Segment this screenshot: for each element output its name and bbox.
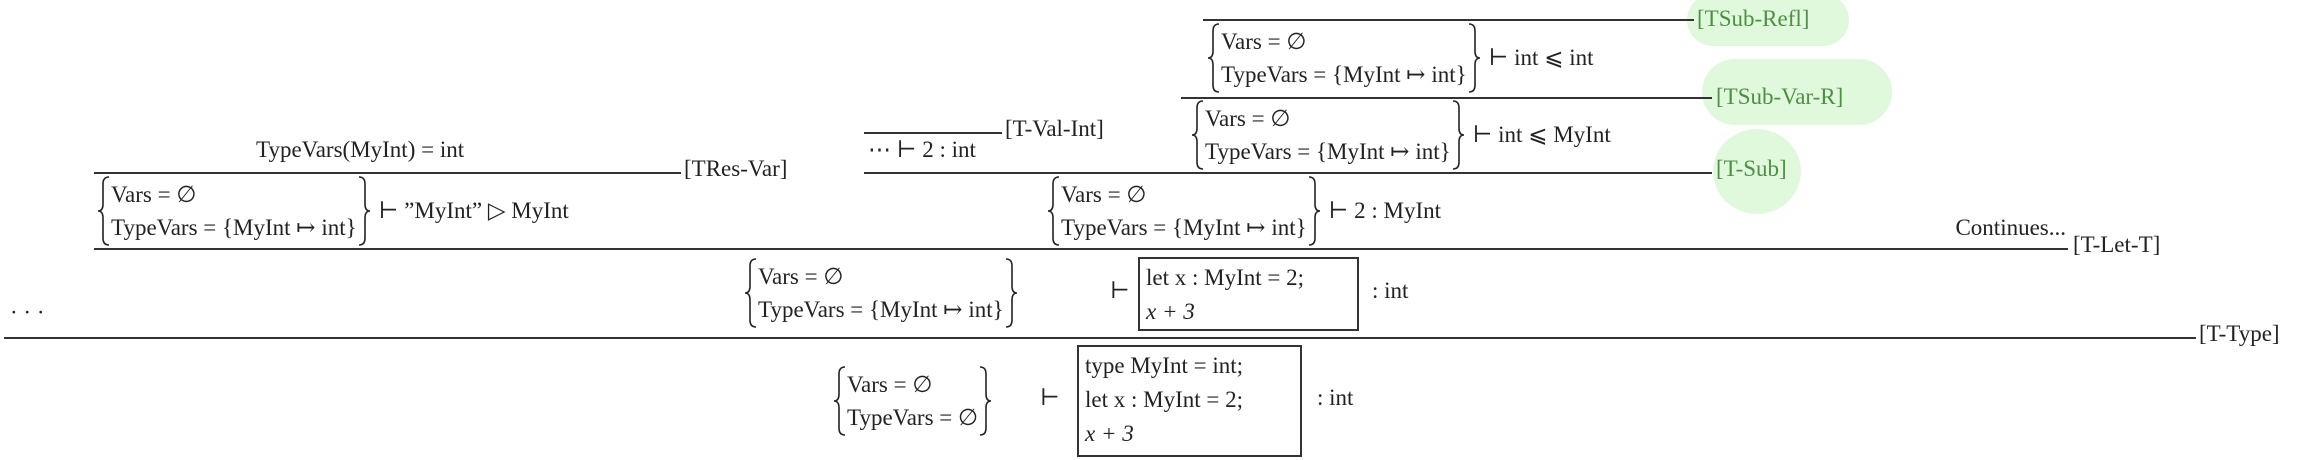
rule-line-t-val-int	[864, 132, 1002, 134]
premise-typevars-lookup: TypeVars(MyInt) = int	[256, 137, 465, 162]
judgment-let-context: Vars = ∅ TypeVars = {MyInt ↦ int}	[744, 258, 1018, 328]
rule-line-tsub-var-r	[1181, 97, 1712, 99]
right-brace-icon	[979, 366, 992, 436]
rule-line-tres-var	[94, 172, 681, 174]
continues-note: Continues...	[1955, 215, 2066, 240]
context-vars: Vars = ∅	[1221, 29, 1307, 54]
right-brace-icon	[1452, 100, 1464, 170]
left-brace-icon	[1207, 23, 1220, 93]
rule-label-t-type: [T-Type]	[2199, 321, 2280, 346]
left-brace-icon	[1191, 100, 1204, 170]
judgment-res-var: Vars = ∅ TypeVars = {MyInt ↦ int} ⊢ ”MyIn…	[97, 176, 569, 246]
rule-label-t-sub: [T-Sub]	[1716, 156, 1787, 181]
context-vars: Vars = ∅	[111, 182, 197, 207]
judgment-text: ⊢ int ⩽ MyInt	[1472, 122, 1611, 147]
judgment-sub-refl: Vars = ∅ TypeVars = {MyInt ↦ int} ⊢ int ⩽…	[1207, 23, 1594, 93]
left-brace-icon	[744, 258, 757, 328]
program-line: type MyInt = int;	[1085, 353, 1243, 378]
rule-label-tres-var: [TRes-Var]	[684, 156, 788, 181]
right-brace-icon	[1308, 176, 1320, 246]
context-typevars: TypeVars = {MyInt ↦ int}	[758, 297, 1004, 322]
rule-line-t-type	[4, 337, 2196, 339]
program-line: x + 3	[1146, 299, 1195, 324]
context-vars: Vars = ∅	[1061, 182, 1147, 207]
judgment-type-context: Vars = ∅ TypeVars = ∅	[833, 366, 992, 436]
rule-label-tsub-refl: [TSub-Refl]	[1697, 6, 1810, 31]
ellipsis: · · ·	[10, 300, 45, 325]
rule-line-tsub-refl	[1203, 19, 1694, 21]
rule-label-t-val-int: [T-Val-Int]	[1005, 116, 1104, 141]
left-brace-icon	[97, 176, 110, 246]
judgment-sub: Vars = ∅ TypeVars = {MyInt ↦ int} ⊢ 2 : M…	[1047, 176, 1441, 246]
rule-label-t-let-t: [T-Let-T]	[2073, 232, 2161, 257]
type-annotation: : int	[1372, 278, 1409, 303]
right-brace-icon	[1005, 258, 1017, 328]
judgment-sub-var-r: Vars = ∅ TypeVars = {MyInt ↦ int} ⊢ int ⩽…	[1191, 100, 1611, 170]
judgment-text: ⊢ int ⩽ int	[1488, 45, 1594, 70]
program-line: x + 3	[1085, 421, 1134, 446]
context-typevars: TypeVars = {MyInt ↦ int}	[111, 215, 357, 240]
type-program-box: type MyInt = int; let x : MyInt = 2; x +…	[1077, 345, 1302, 457]
rule-line-t-let-t	[94, 248, 2068, 250]
rule-line-t-sub	[864, 172, 1712, 174]
program-line: let x : MyInt = 2;	[1146, 265, 1304, 290]
turnstile: ⊢	[1110, 278, 1130, 303]
left-brace-icon	[1047, 176, 1060, 246]
judgment-text: ⊢ 2 : MyInt	[1328, 198, 1442, 223]
let-program-box: let x : MyInt = 2; x + 3	[1138, 257, 1359, 331]
highlight-t-sub	[1713, 129, 1801, 214]
context-vars: Vars = ∅	[847, 372, 933, 397]
highlight-tsub-refl	[1687, 0, 1849, 46]
context-vars: Vars = ∅	[758, 264, 844, 289]
judgment-val-int: ⋯ ⊢ 2 : int	[868, 137, 976, 162]
context-typevars: TypeVars = ∅	[847, 405, 979, 430]
context-typevars: TypeVars = {MyInt ↦ int}	[1061, 215, 1307, 240]
context-vars: Vars = ∅	[1205, 106, 1291, 131]
judgment-text: ⊢ ”MyInt” ▷ MyInt	[378, 198, 569, 223]
type-annotation: : int	[1317, 385, 1354, 410]
left-brace-icon	[833, 366, 846, 436]
context-typevars: TypeVars = {MyInt ↦ int}	[1205, 139, 1451, 164]
right-brace-icon	[1468, 23, 1480, 93]
right-brace-icon	[358, 176, 370, 246]
turnstile: ⊢	[1040, 385, 1060, 410]
context-typevars: TypeVars = {MyInt ↦ int}	[1221, 62, 1467, 87]
highlight-tsub-var-r	[1702, 59, 1892, 125]
program-line: let x : MyInt = 2;	[1085, 387, 1243, 412]
rule-label-tsub-var-r: [TSub-Var-R]	[1716, 84, 1844, 109]
